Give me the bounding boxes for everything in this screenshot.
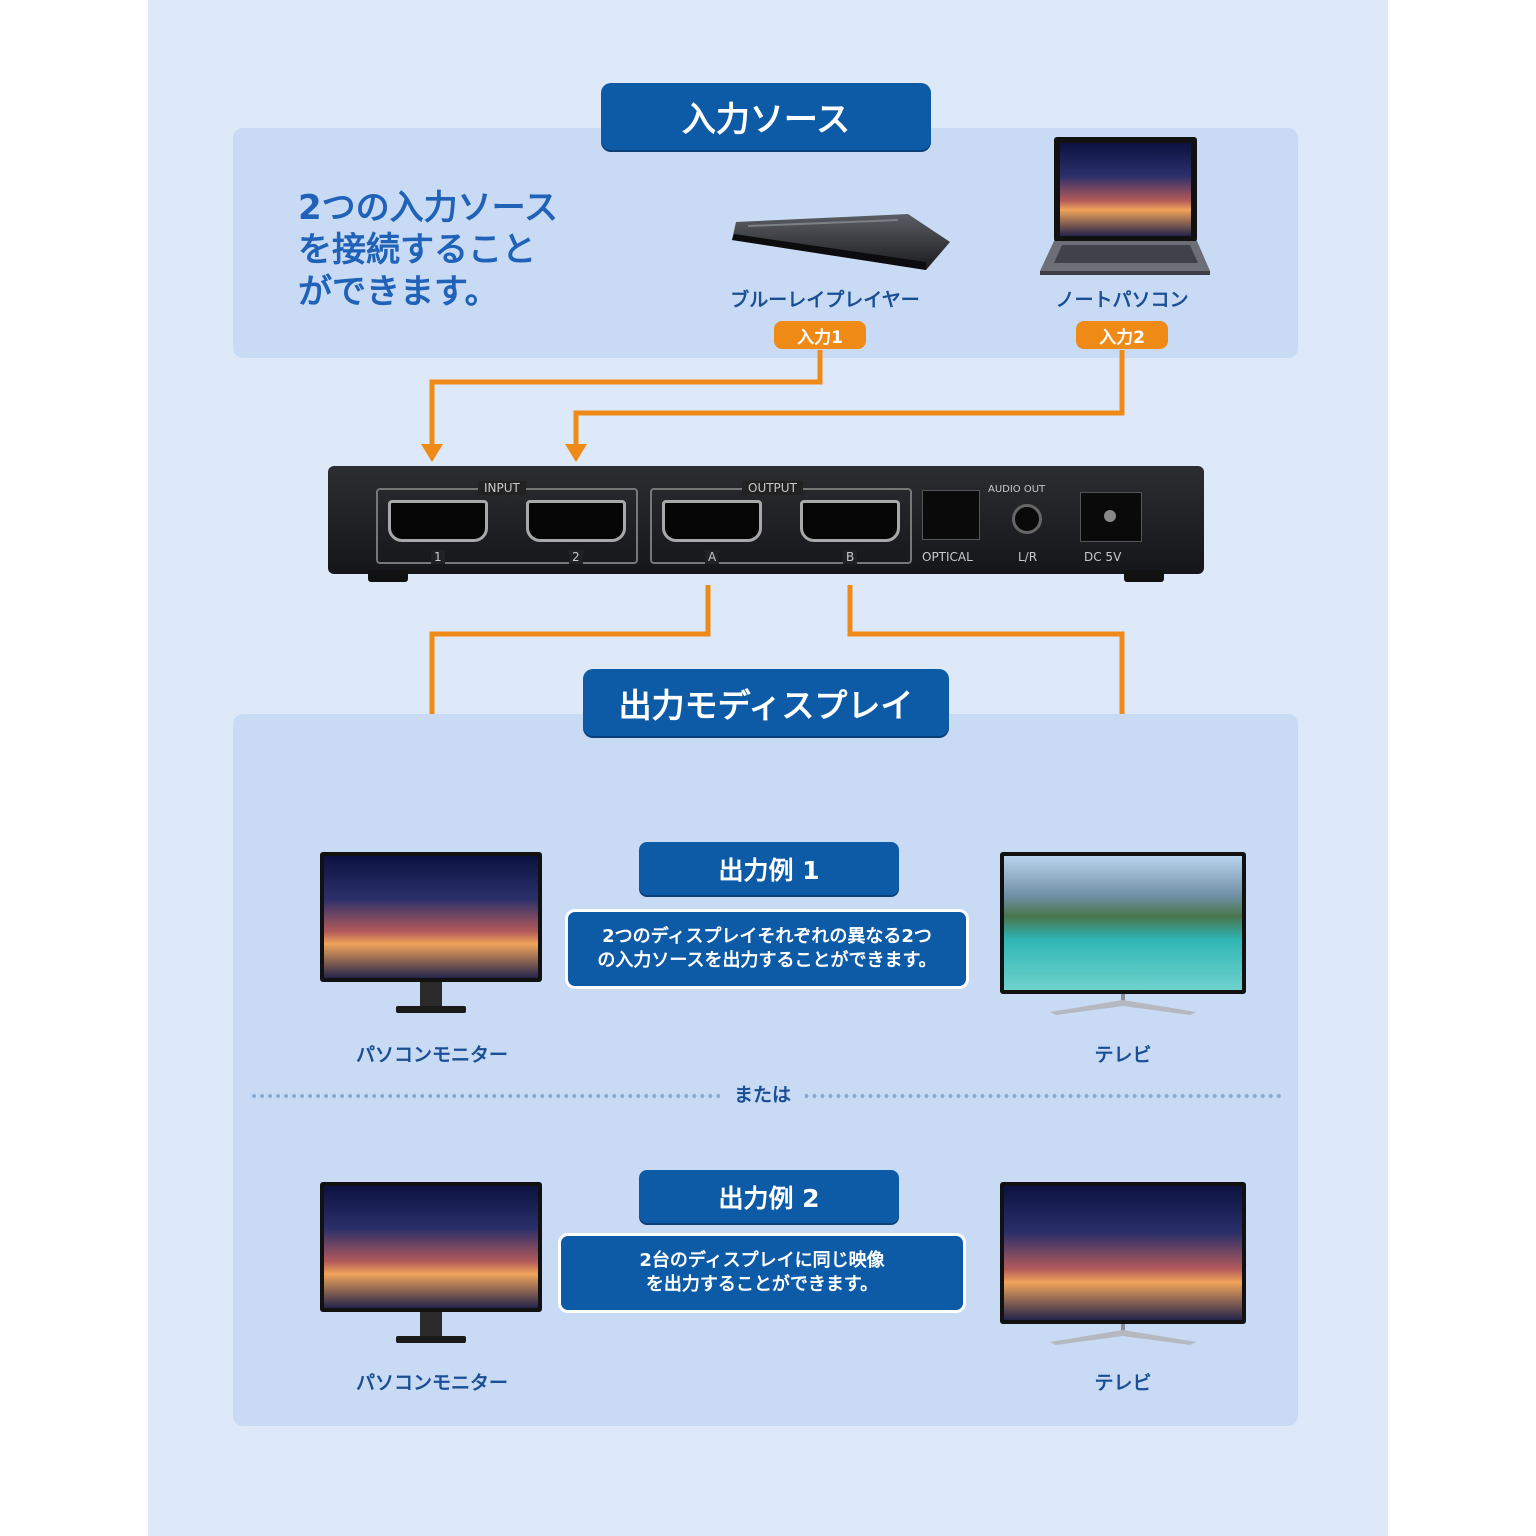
tv-icon bbox=[1000, 1182, 1246, 1346]
port-label-1: 1 bbox=[431, 550, 445, 564]
arrow-input-1 bbox=[429, 350, 823, 448]
tv-label: テレビ bbox=[1094, 1372, 1152, 1394]
tv-label: テレビ bbox=[1094, 1044, 1152, 1066]
laptop-label: ノートパソコン bbox=[1055, 289, 1189, 311]
input-lead-text: 2つの入力ソース を接続すること ができます。 bbox=[298, 188, 558, 312]
pc-monitor-label: パソコンモニター bbox=[355, 1372, 508, 1394]
laptop-screen bbox=[1054, 137, 1197, 242]
dc-jack-pin bbox=[1104, 510, 1116, 522]
port-label-2: 2 bbox=[569, 550, 583, 564]
output-example-2-note: 2台のディスプレイに同じ映像 を出力することができます。 bbox=[558, 1233, 966, 1313]
laptop-icon bbox=[1040, 137, 1210, 275]
input-2-tag: 入力2 bbox=[1076, 321, 1168, 349]
tv-icon bbox=[1000, 852, 1246, 1016]
hdmi-port-a bbox=[662, 500, 762, 542]
port-label-b: B bbox=[843, 550, 858, 564]
hdmi-port-b bbox=[800, 500, 900, 542]
hdmi-switcher-icon: INPUT OUTPUT 1 2 A B OPTICAL AUDIO OUT L… bbox=[328, 466, 1204, 584]
dc-label: DC 5V bbox=[1084, 550, 1122, 564]
lr-label: L/R bbox=[1018, 550, 1038, 564]
input-1-tag: 入力1 bbox=[774, 321, 866, 349]
output-group-label: OUTPUT bbox=[742, 481, 803, 495]
input-source-banner: 入力ソース bbox=[601, 83, 931, 150]
bluray-player-label: ブルーレイプレイヤー bbox=[730, 289, 920, 311]
arrow-input-2 bbox=[573, 350, 1125, 448]
hdmi-port-1 bbox=[388, 500, 488, 542]
input-group-label: INPUT bbox=[478, 481, 526, 495]
or-separator-label: または bbox=[720, 1080, 806, 1107]
output-display-banner: 出力モディスプレイ bbox=[583, 669, 949, 736]
port-label-a: A bbox=[705, 550, 720, 564]
optical-port bbox=[922, 490, 980, 540]
pc-monitor-label: パソコンモニター bbox=[355, 1044, 508, 1066]
bluray-player-icon bbox=[728, 212, 952, 272]
audio-out-label: AUDIO OUT bbox=[988, 484, 1046, 495]
output-example-2-title: 出力例 2 bbox=[639, 1170, 899, 1223]
audio-jack bbox=[1012, 504, 1042, 534]
pc-monitor-icon bbox=[320, 1182, 542, 1344]
pc-monitor-icon bbox=[320, 852, 542, 1014]
output-example-1-note: 2つのディスプレイそれぞれの異なる2つ の入力ソースを出力することができます。 bbox=[565, 909, 969, 989]
hdmi-port-2 bbox=[526, 500, 626, 542]
output-example-1-title: 出力例 1 bbox=[639, 842, 899, 895]
optical-label: OPTICAL bbox=[922, 550, 973, 564]
